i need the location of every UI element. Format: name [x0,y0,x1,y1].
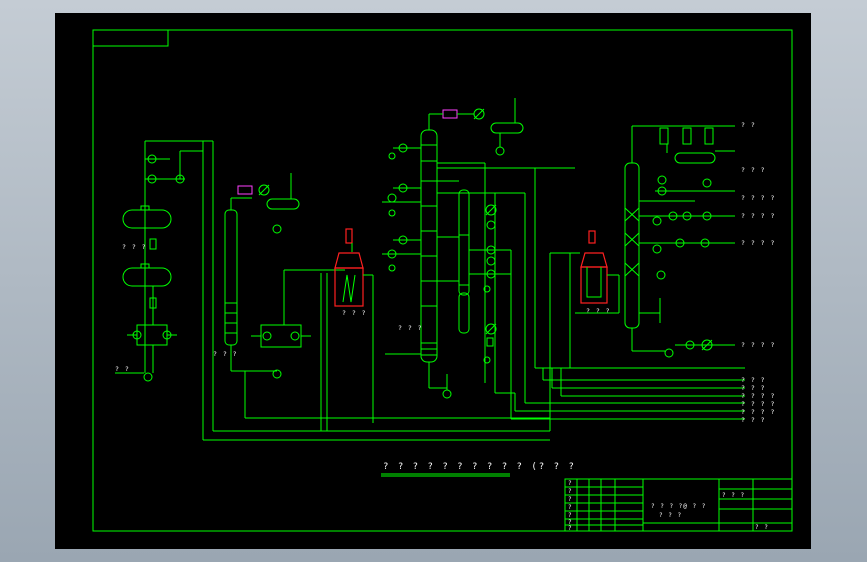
outlet-2: ? ? ? [741,166,766,174]
tb-drawing-name-2: ? ? ? [659,512,682,519]
label-left-feed: ? ? [115,365,130,373]
tb-scale-label: ? ? ? [722,492,745,499]
tb-drawing-name-1: ? ? ? ?@ ? ? [651,503,706,510]
drawing-frame [92,29,793,532]
vacuum-column [624,162,640,329]
label-left-mid: ? ? ? [122,243,147,251]
label-main-col: ? ? ? [398,324,423,332]
exchanger-box-2 [260,324,302,348]
furnace-2: ? ? ? [580,230,611,315]
outlet-4: ? ? ? ? [741,212,775,220]
tb-row-2: ? [568,488,573,495]
left-column-section: ? ? ? [213,173,550,431]
outlet-11: ? ? ? ? [741,408,775,416]
outlet-9: ? ? ? ? [741,392,775,400]
outlet-3: ? ? ? ? [741,194,775,202]
outlet-7: ? ? ? [741,376,766,384]
vacuum-column-section [624,125,735,358]
outlet-10: ? ? ? ? [741,400,775,408]
cad-drawing-canvas[interactable]: ? ? ? ? ? ? ? ? [55,13,811,549]
furnace-1: ? ? ? [334,228,367,317]
drawing-title: ? ? ? ? ? ? ? ? ? ? (? ? ? [383,462,576,472]
left-feed-section: ? ? ? ? ? [115,140,213,382]
tb-row-1: ? [568,480,573,487]
side-strippers [437,162,575,393]
outlet-labels: ? ? ? ? ? ? ? ? ? ? ? ? ? ? ? ? ? ? ? ? … [741,121,775,424]
outlet-5: ? ? ? ? [741,239,775,247]
outlet-1: ? ? [741,121,756,129]
outlet-8: ? ? ? [741,384,766,392]
stripper-column [224,209,238,346]
tb-row-6: ? [568,519,573,526]
condenser-1 [237,185,253,195]
label-furnace-1: ? ? ? [342,309,367,317]
reflux-drum-2 [490,122,524,134]
tb-row-7: ? [568,525,573,532]
outlet-6: ? ? ? ? [741,341,775,349]
process-flow-diagram: ? ? ? ? ? ? ? ? [92,29,793,532]
reflux-drum-1 [266,198,300,210]
tb-row-5: ? [568,512,573,519]
feed-pump [143,372,153,382]
condenser-2 [442,109,458,119]
drum-2 [122,267,172,287]
label-left-col: ? ? ? [213,350,238,358]
drum-1 [122,209,172,229]
title-block: ? ? ? ? ? ? ? ? ? ? ?@ ? ? ? ? ? ? ? ? ?… [564,478,793,532]
tb-sheet-label: ? ? [755,524,769,531]
main-fractionator [420,129,438,363]
label-furnace-2: ? ? ? [586,307,611,315]
main-column-section: ? ? ? [382,98,524,399]
corner-stamp [92,29,169,47]
outlet-12: ? ? ? [741,416,766,424]
tb-row-4: ? [568,504,573,511]
tb-row-3: ? [568,496,573,503]
